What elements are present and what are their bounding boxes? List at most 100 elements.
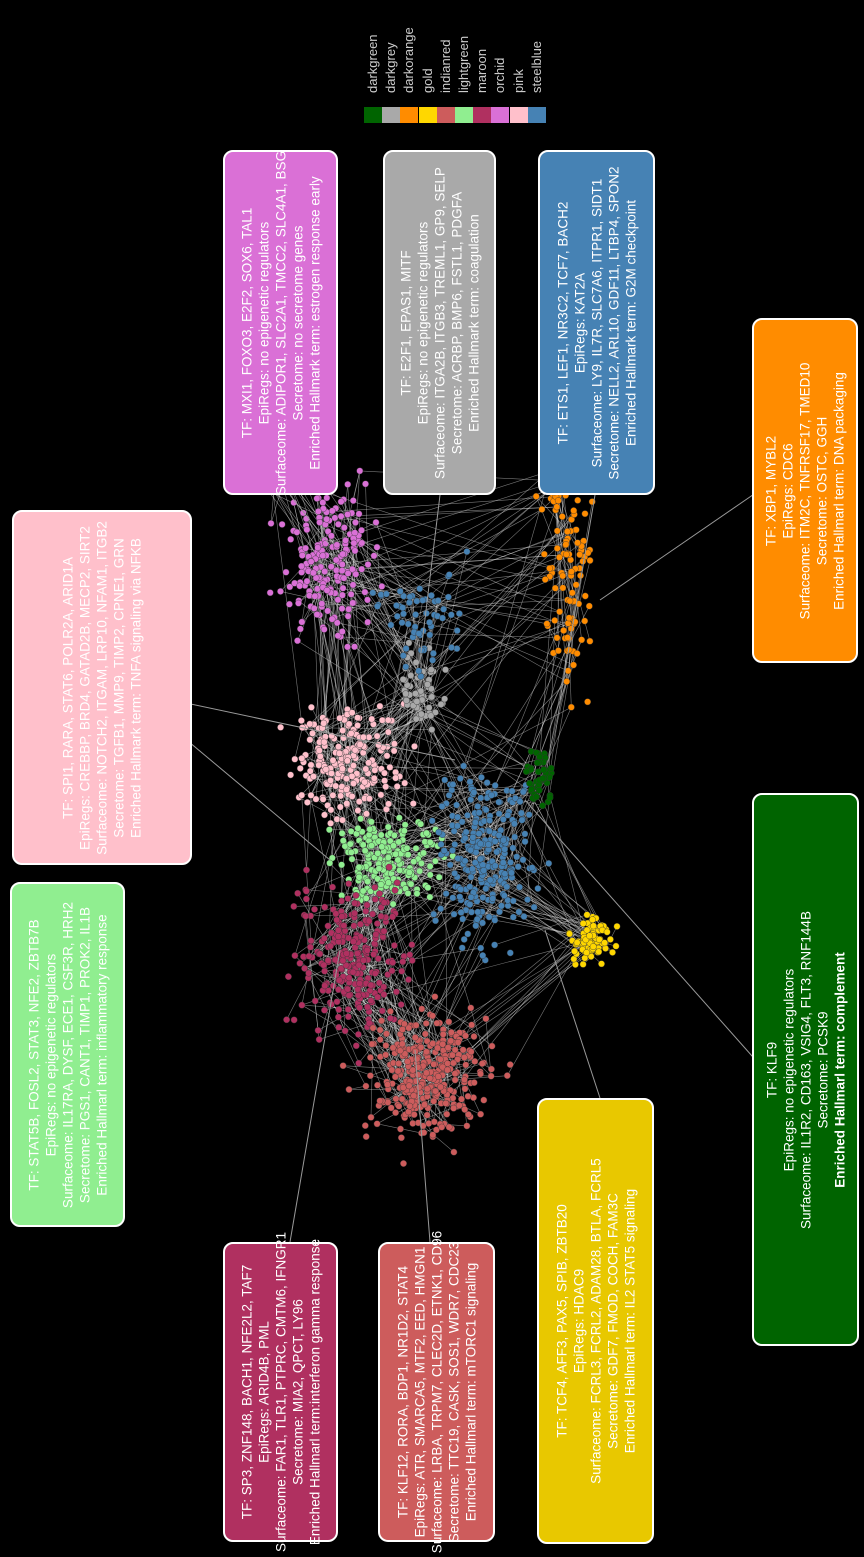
node-pink	[361, 778, 369, 786]
node-indianred	[376, 1026, 384, 1034]
node-darkorange	[574, 496, 582, 504]
node-orchid	[327, 532, 335, 540]
node-indianred	[439, 1030, 447, 1038]
node-maroon	[367, 997, 375, 1004]
node-maroon	[291, 952, 299, 959]
node-maroon	[302, 895, 310, 903]
node-steelblue	[509, 844, 517, 852]
node-lightgreen	[338, 829, 346, 837]
node-indianred	[434, 1044, 441, 1052]
node-pink	[306, 736, 314, 744]
node-darkgrey	[442, 666, 449, 674]
node-maroon	[301, 965, 308, 972]
node-steelblue	[461, 857, 469, 865]
node-indianred	[369, 1024, 377, 1032]
node-indianred	[362, 1133, 370, 1141]
node-pink	[303, 799, 311, 806]
node-maroon	[302, 887, 310, 895]
connector-gold	[544, 929, 601, 1099]
node-maroon	[378, 1007, 386, 1015]
node-pink	[335, 749, 343, 757]
node-orchid	[277, 588, 284, 595]
node-pink	[354, 714, 361, 722]
node-steelblue	[448, 644, 455, 651]
node-orchid	[364, 561, 372, 568]
node-indianred	[404, 1058, 411, 1066]
node-pink	[277, 723, 284, 731]
node-lightgreen	[377, 831, 385, 839]
node-maroon	[399, 958, 407, 966]
node-darkgrey	[427, 666, 435, 674]
node-orchid	[347, 590, 355, 598]
node-darkorange	[566, 597, 574, 605]
node-orchid	[298, 552, 306, 559]
node-maroon	[345, 880, 353, 888]
node-steelblue	[508, 869, 515, 877]
node-orchid	[333, 541, 341, 549]
node-indianred	[345, 1086, 353, 1093]
node-lightgreen	[426, 838, 434, 846]
node-maroon	[321, 903, 329, 911]
node-steelblue	[528, 864, 536, 872]
node-darkorange	[555, 647, 562, 655]
node-indianred	[339, 1062, 347, 1070]
module-darkgreen-line: Secretome: PCSK9	[815, 1010, 830, 1129]
node-orchid	[356, 467, 364, 475]
node-maroon	[408, 941, 416, 949]
node-indianred	[392, 1095, 400, 1103]
node-darkorange	[586, 637, 594, 645]
legend-label-orchid: orchid	[492, 57, 508, 93]
module-darkorange-line: Secretome: OSTC, GGH	[814, 416, 830, 565]
node-orchid	[349, 581, 357, 589]
node-darkorange	[553, 503, 561, 511]
node-orchid	[285, 600, 293, 608]
node-maroon	[367, 981, 375, 989]
node-steelblue	[475, 830, 483, 838]
node-darkorange	[558, 513, 566, 520]
node-maroon	[305, 969, 313, 977]
node-orchid	[344, 612, 352, 620]
node-steelblue	[471, 859, 479, 867]
node-darkorange	[538, 505, 546, 513]
node-steelblue	[442, 890, 450, 897]
node-steelblue	[511, 820, 518, 828]
node-steelblue	[500, 836, 507, 844]
node-maroon	[307, 937, 315, 945]
node-darkgrey	[441, 695, 448, 703]
node-indianred	[362, 1082, 370, 1090]
node-steelblue	[524, 896, 531, 903]
node-indianred	[420, 1129, 428, 1137]
node-pink	[339, 816, 346, 824]
node-pink	[291, 755, 299, 763]
node-maroon	[391, 886, 399, 894]
module-darkgrey-line: Surfaceome: ITGA2B, ITGB3, TREML1, GP9, …	[432, 166, 447, 479]
node-steelblue	[468, 908, 475, 916]
node-indianred	[455, 1102, 463, 1109]
node-steelblue	[479, 861, 487, 869]
node-gold	[583, 911, 591, 919]
node-darkgreen	[536, 753, 543, 761]
node-maroon	[388, 967, 396, 975]
node-orchid	[311, 592, 319, 600]
module-orchid-line: Enriched Hallmark term: estrogen respons…	[307, 175, 322, 470]
node-maroon	[290, 1016, 298, 1024]
node-maroon	[375, 979, 383, 987]
node-steelblue	[460, 936, 468, 943]
node-maroon	[406, 951, 414, 959]
node-darkorange	[556, 608, 563, 616]
node-orchid	[373, 543, 381, 551]
module-maroon-line: Enriched Hallmarl term:interferon gamma …	[307, 1238, 322, 1546]
node-steelblue	[466, 901, 474, 908]
node-steelblue	[447, 611, 455, 619]
node-maroon	[392, 988, 400, 996]
node-darkorange	[568, 568, 575, 576]
node-pink	[373, 732, 381, 740]
node-steelblue	[509, 897, 517, 905]
node-indianred	[409, 1066, 417, 1074]
node-darkgrey	[407, 672, 415, 679]
node-orchid	[278, 521, 286, 528]
node-maroon	[294, 889, 302, 897]
node-indianred	[429, 1131, 437, 1139]
node-pink	[377, 791, 385, 799]
node-maroon	[343, 950, 350, 957]
